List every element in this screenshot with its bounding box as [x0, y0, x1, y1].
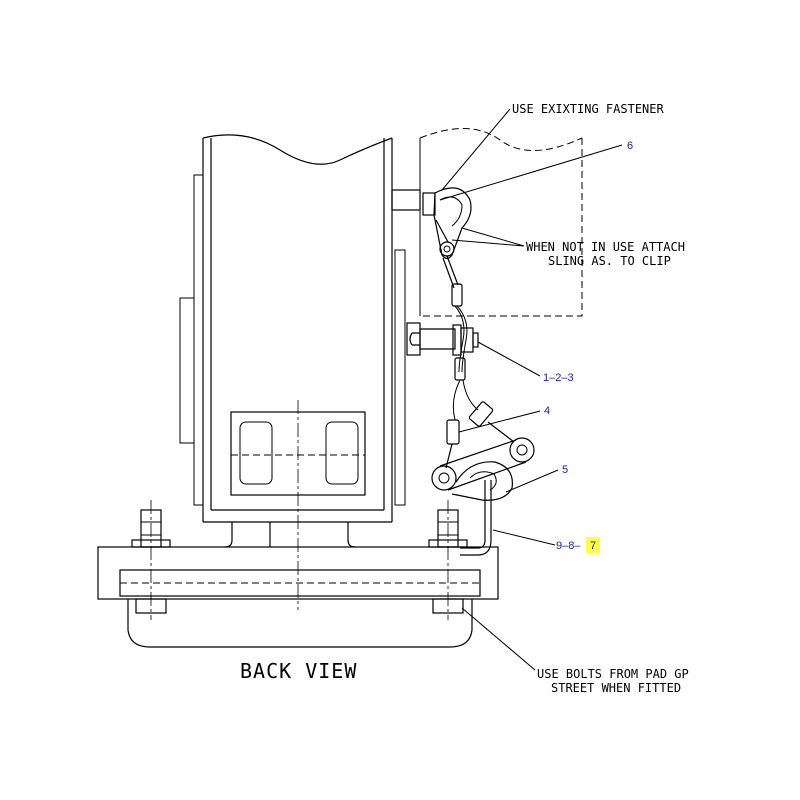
- upper-clip: [422, 187, 472, 260]
- sling-assembly: [442, 255, 515, 469]
- right-bolt: [428, 500, 468, 620]
- note-bolts-line2: STREET WHEN FITTED: [551, 681, 681, 695]
- callout-item-7[interactable]: 7: [590, 540, 596, 552]
- note-bolts-line1: USE BOLTS FROM PAD GP: [537, 667, 689, 681]
- middle-bolt: [409, 324, 479, 356]
- callout-item-4[interactable]: 4: [544, 405, 550, 417]
- callout-highlight: [586, 537, 600, 553]
- note-attach-line2: SLING AS. TO CLIP: [548, 254, 671, 268]
- note-attach-line1: WHEN NOT IN USE ATTACH: [526, 240, 685, 254]
- base-plates: [97, 546, 499, 648]
- right-panel: [391, 128, 583, 356]
- leader-lines: [439, 108, 623, 671]
- lower-clip: [431, 437, 535, 556]
- view-title: BACK VIEW: [240, 659, 357, 683]
- callout-items-9-8[interactable]: 9–8–: [556, 540, 581, 552]
- note-existing-fastener: USE EXIXTING FASTENER: [512, 102, 664, 116]
- callout-item-6[interactable]: 6: [627, 140, 633, 152]
- main-frame: [179, 134, 406, 610]
- callout-items-1-2-3[interactable]: 1–2–3: [543, 372, 574, 384]
- callout-item-5[interactable]: 5: [562, 464, 568, 476]
- left-bolt: [131, 500, 171, 620]
